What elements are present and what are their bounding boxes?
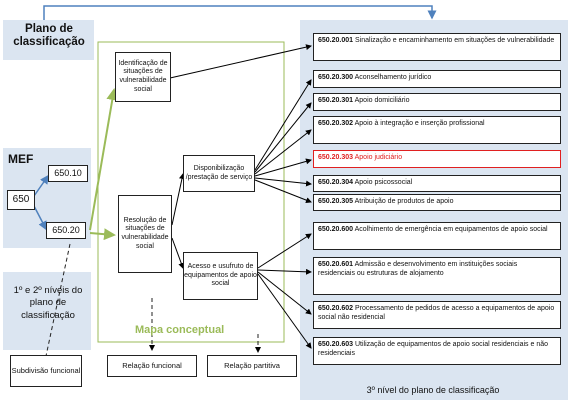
mef-code-650: 650: [7, 190, 35, 210]
legend-funcional: Relação funcional: [107, 355, 197, 377]
level3-label: 3º nível do plano de classificação: [366, 385, 500, 395]
class-650-20-304: 650.20.304 Apoio psicossocial: [313, 175, 561, 192]
mapa-label: Mapa conceptual: [135, 324, 225, 336]
concept-acesso: Acesso e usufruto de equipamentos de apo…: [183, 252, 258, 300]
class-650-20-001: 650.20.001 Sinalização e encaminhamento …: [313, 33, 561, 61]
plano-panel: [3, 20, 94, 60]
mef-label: MEF: [8, 152, 34, 166]
concept-identificacao: Identificação de situações de vulnerabil…: [115, 52, 171, 102]
class-650-20: 650.20: [46, 222, 86, 239]
class-650-10: 650.10: [48, 165, 88, 182]
legend-partitiva: Relação partitiva: [207, 355, 297, 377]
class-650-20-303: 650.20.303 Apoio judiciário: [313, 150, 561, 168]
plano-label: Plano de classificação: [13, 23, 85, 49]
class-650-20-600: 650.20.600 Acolhimento de emergência em …: [313, 222, 561, 250]
concept-disponibilizacao: Disponibilização /prestação de serviço: [183, 155, 255, 192]
niveis-panel: [3, 272, 91, 350]
class-650-20-301: 650.20.301 Apoio domiciliário: [313, 93, 561, 111]
class-650-20-601: 650.20.601 Admissão e desenvolvimento em…: [313, 257, 561, 295]
class-650-20-305: 650.20.305 Atribuição de produtos de apo…: [313, 194, 561, 211]
class-650-20-302: 650.20.302 Apoio à integração e inserção…: [313, 116, 561, 144]
class-650-20-602: 650.20.602 Processamento de pedidos de a…: [313, 301, 561, 329]
class-650-20-603: 650.20.603 Utilização de equipamentos de…: [313, 337, 561, 365]
niveis-label: 1º e 2º níveis do plano de classificação: [13, 285, 83, 321]
concept-resolucao: Resolução de situações de vulnerabilidad…: [118, 195, 172, 273]
legend-subdivisao: Subdivisão funcional: [10, 355, 82, 387]
class-650-20-300: 650.20.300 Aconselhamento jurídico: [313, 70, 561, 88]
